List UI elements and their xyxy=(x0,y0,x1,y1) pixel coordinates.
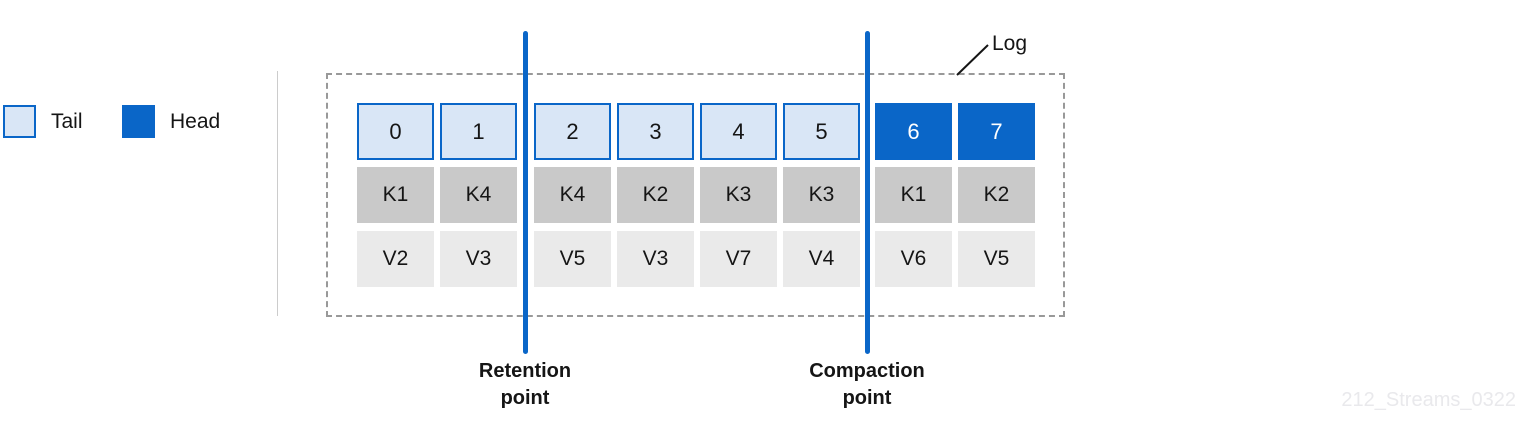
head-swatch xyxy=(122,105,155,138)
watermark: 212_Streams_0322 xyxy=(1341,389,1516,411)
key-cell: K4 xyxy=(534,167,611,223)
key-cell: K2 xyxy=(617,167,694,223)
log-entry-7: 7 K2 V5 xyxy=(958,103,1035,287)
key-cell: K2 xyxy=(958,167,1035,223)
offset-cell: 2 xyxy=(534,103,611,160)
compaction-point-line xyxy=(865,31,870,354)
key-cell: K1 xyxy=(875,167,952,223)
log-entry-2: 2 K4 V5 xyxy=(534,103,611,287)
log-entry-0: 0 K1 V2 xyxy=(357,103,434,287)
log-entry-1: 1 K4 V3 xyxy=(440,103,517,287)
value-cell: V5 xyxy=(958,231,1035,287)
log-entry-6: 6 K1 V6 xyxy=(875,103,952,287)
offset-cell: 6 xyxy=(875,103,952,160)
value-cell: V7 xyxy=(700,231,777,287)
log-pointer-line xyxy=(956,44,989,76)
value-cell: V3 xyxy=(440,231,517,287)
value-cell: V3 xyxy=(617,231,694,287)
offset-cell: 1 xyxy=(440,103,517,160)
legend-item-tail: Tail xyxy=(3,105,83,138)
tail-label: Tail xyxy=(51,110,83,133)
value-cell: V4 xyxy=(783,231,860,287)
key-cell: K3 xyxy=(700,167,777,223)
key-cell: K4 xyxy=(440,167,517,223)
offset-cell: 7 xyxy=(958,103,1035,160)
log-entry-5: 5 K3 V4 xyxy=(783,103,860,287)
key-cell: K1 xyxy=(357,167,434,223)
retention-point-label: Retention point xyxy=(478,360,572,409)
head-label: Head xyxy=(170,110,221,133)
log-box xyxy=(326,73,1065,317)
value-cell: V5 xyxy=(534,231,611,287)
legend-divider xyxy=(277,71,278,316)
value-cell: V2 xyxy=(357,231,434,287)
compaction-point-label: Compaction point xyxy=(809,360,925,409)
value-cell: V6 xyxy=(875,231,952,287)
key-cell: K3 xyxy=(783,167,860,223)
offset-cell: 5 xyxy=(783,103,860,160)
offset-cell: 4 xyxy=(700,103,777,160)
log-entry-3: 3 K2 V3 xyxy=(617,103,694,287)
log-label: Log xyxy=(992,32,1028,55)
tail-swatch xyxy=(3,105,36,138)
offset-cell: 3 xyxy=(617,103,694,160)
retention-point-line xyxy=(523,31,528,354)
legend-item-head: Head xyxy=(122,105,220,138)
log-entry-4: 4 K3 V7 xyxy=(700,103,777,287)
offset-cell: 0 xyxy=(357,103,434,160)
